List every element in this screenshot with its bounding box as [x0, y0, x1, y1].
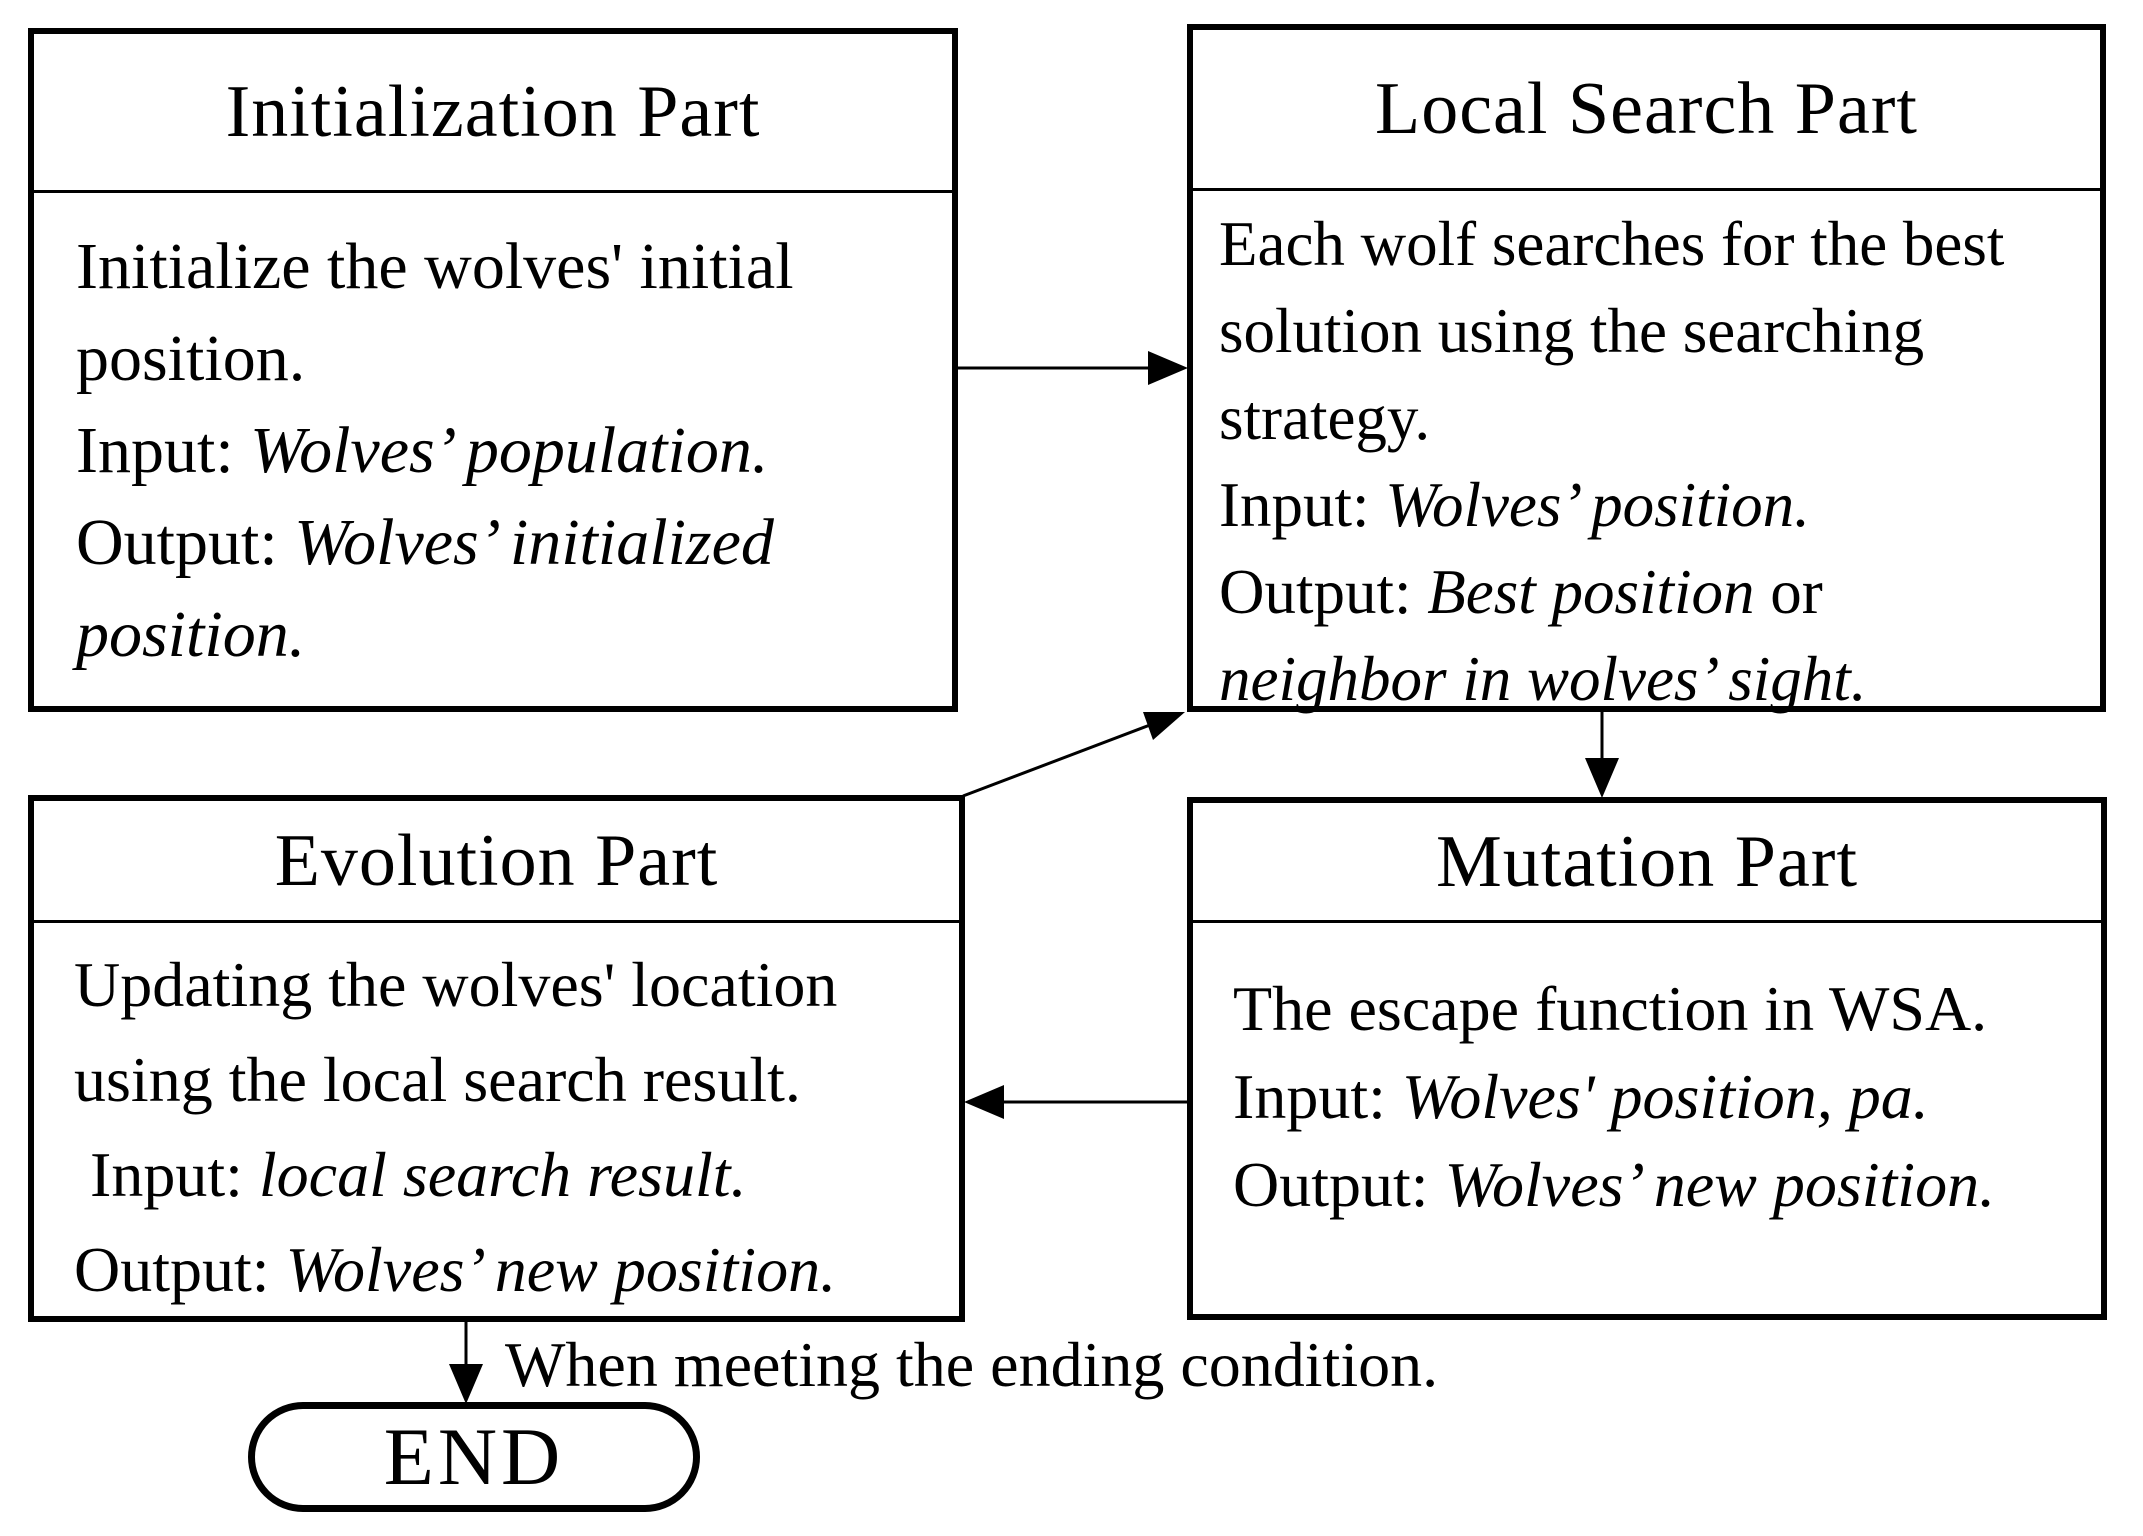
text-segment: using the local search result.	[74, 1044, 801, 1115]
body-line: neighbor in wolves’ sight.	[1219, 636, 2094, 723]
text-segment-italic: local search result.	[258, 1139, 747, 1210]
box-mutation: Mutation Part The escape function in WSA…	[1187, 797, 2107, 1320]
text-segment: Output:	[1219, 557, 1428, 627]
ending-condition-label: When meeting the ending condition.	[505, 1329, 1439, 1400]
arrow-initialization-to-local-search	[955, 351, 1188, 385]
box-evolution: Evolution Part Updating the wolves' loca…	[28, 795, 965, 1322]
box-mutation-body: The escape function in WSA. Input: Wolves…	[1193, 923, 2101, 1229]
text-segment: Input:	[76, 414, 251, 487]
arrow-local-search-to-mutation	[1585, 710, 1619, 798]
body-line: Output: Wolves’ initialized	[76, 497, 942, 589]
box-mutation-title: Mutation Part	[1193, 803, 2101, 923]
text-segment-italic: neighbor in wolves’ sight.	[1219, 644, 1867, 714]
body-line: Input: Wolves' position, pa.	[1233, 1053, 2095, 1141]
box-local-search-body: Each wolf searches for the best solution …	[1193, 191, 2100, 723]
body-line: position.	[76, 313, 942, 405]
text-segment-italic: Wolves’ initialized	[294, 506, 774, 579]
arrowhead-up-right-icon	[1143, 712, 1185, 740]
text-segment-italic: Wolves' position, pa.	[1401, 1061, 1929, 1132]
body-line: using the local search result.	[74, 1032, 953, 1127]
box-initialization: Initialization Part Initialize the wolve…	[28, 28, 958, 712]
text-segment-italic: Wolves’ position.	[1385, 470, 1810, 540]
body-line: solution using the searching	[1219, 288, 2094, 375]
box-evolution-title: Evolution Part	[34, 801, 959, 923]
text-segment-italic: Wolves’ new position.	[285, 1234, 837, 1305]
body-line: position.	[76, 589, 942, 681]
text-segment: Updating the wolves' location	[74, 949, 838, 1020]
arrow-mutation-to-evolution	[964, 1085, 1187, 1119]
body-line: Input: Wolves’ position.	[1219, 462, 2094, 549]
body-line: Input: Wolves’ population.	[76, 405, 942, 497]
text-segment: Output:	[1233, 1149, 1445, 1220]
text-segment: Each wolf searches for the best	[1219, 209, 2005, 279]
text-segment-italic: Wolves’ new position.	[1444, 1149, 1996, 1220]
text-segment: Input:	[1219, 470, 1386, 540]
end-label: END	[383, 1411, 565, 1502]
end-terminator: END	[248, 1402, 700, 1512]
body-line: Output: Wolves’ new position.	[1233, 1141, 2095, 1229]
box-local-search: Local Search Part Each wolf searches for…	[1187, 24, 2106, 714]
text-segment: Output:	[76, 506, 295, 579]
box-evolution-body: Updating the wolves' location using the l…	[34, 923, 959, 1317]
arrowhead-down-icon	[1585, 758, 1619, 798]
box-initialization-body: Initialize the wolves' initial position. I…	[34, 193, 952, 681]
text-segment: Input:	[1233, 1061, 1402, 1132]
text-segment: solution using the searching	[1219, 296, 1925, 366]
box-initialization-title: Initialization Part	[34, 34, 952, 193]
body-line: The escape function in WSA.	[1233, 965, 2095, 1053]
text-segment: or	[1754, 557, 1823, 627]
text-segment: position.	[76, 322, 306, 395]
arrow-evolution-to-local-search	[962, 712, 1185, 798]
arrow-evolution-to-end	[449, 1322, 483, 1404]
arrowhead-down-icon	[449, 1364, 483, 1404]
text-segment: Input:	[74, 1139, 259, 1210]
body-line: Output: Wolves’ new position.	[74, 1222, 953, 1317]
body-line: strategy.	[1219, 375, 2094, 462]
text-segment: Output:	[74, 1234, 286, 1305]
body-line: Output: Best position or	[1219, 549, 2094, 636]
body-line: Input: local search result.	[74, 1127, 953, 1222]
text-segment: Initialize the wolves' initial	[76, 230, 794, 303]
text-segment-italic: Best position	[1427, 557, 1755, 627]
text-segment-italic: Wolves’ population.	[250, 414, 769, 487]
body-line: Updating the wolves' location	[74, 937, 953, 1032]
text-segment: strategy.	[1219, 383, 1431, 453]
body-line: Each wolf searches for the best	[1219, 201, 2094, 288]
arrowhead-left-icon	[964, 1085, 1004, 1119]
arrowhead-right-icon	[1148, 351, 1188, 385]
body-line: Initialize the wolves' initial	[76, 221, 942, 313]
box-local-search-title: Local Search Part	[1193, 30, 2100, 191]
text-segment: The escape function in WSA.	[1233, 973, 1988, 1044]
text-segment-italic: position.	[76, 598, 306, 671]
